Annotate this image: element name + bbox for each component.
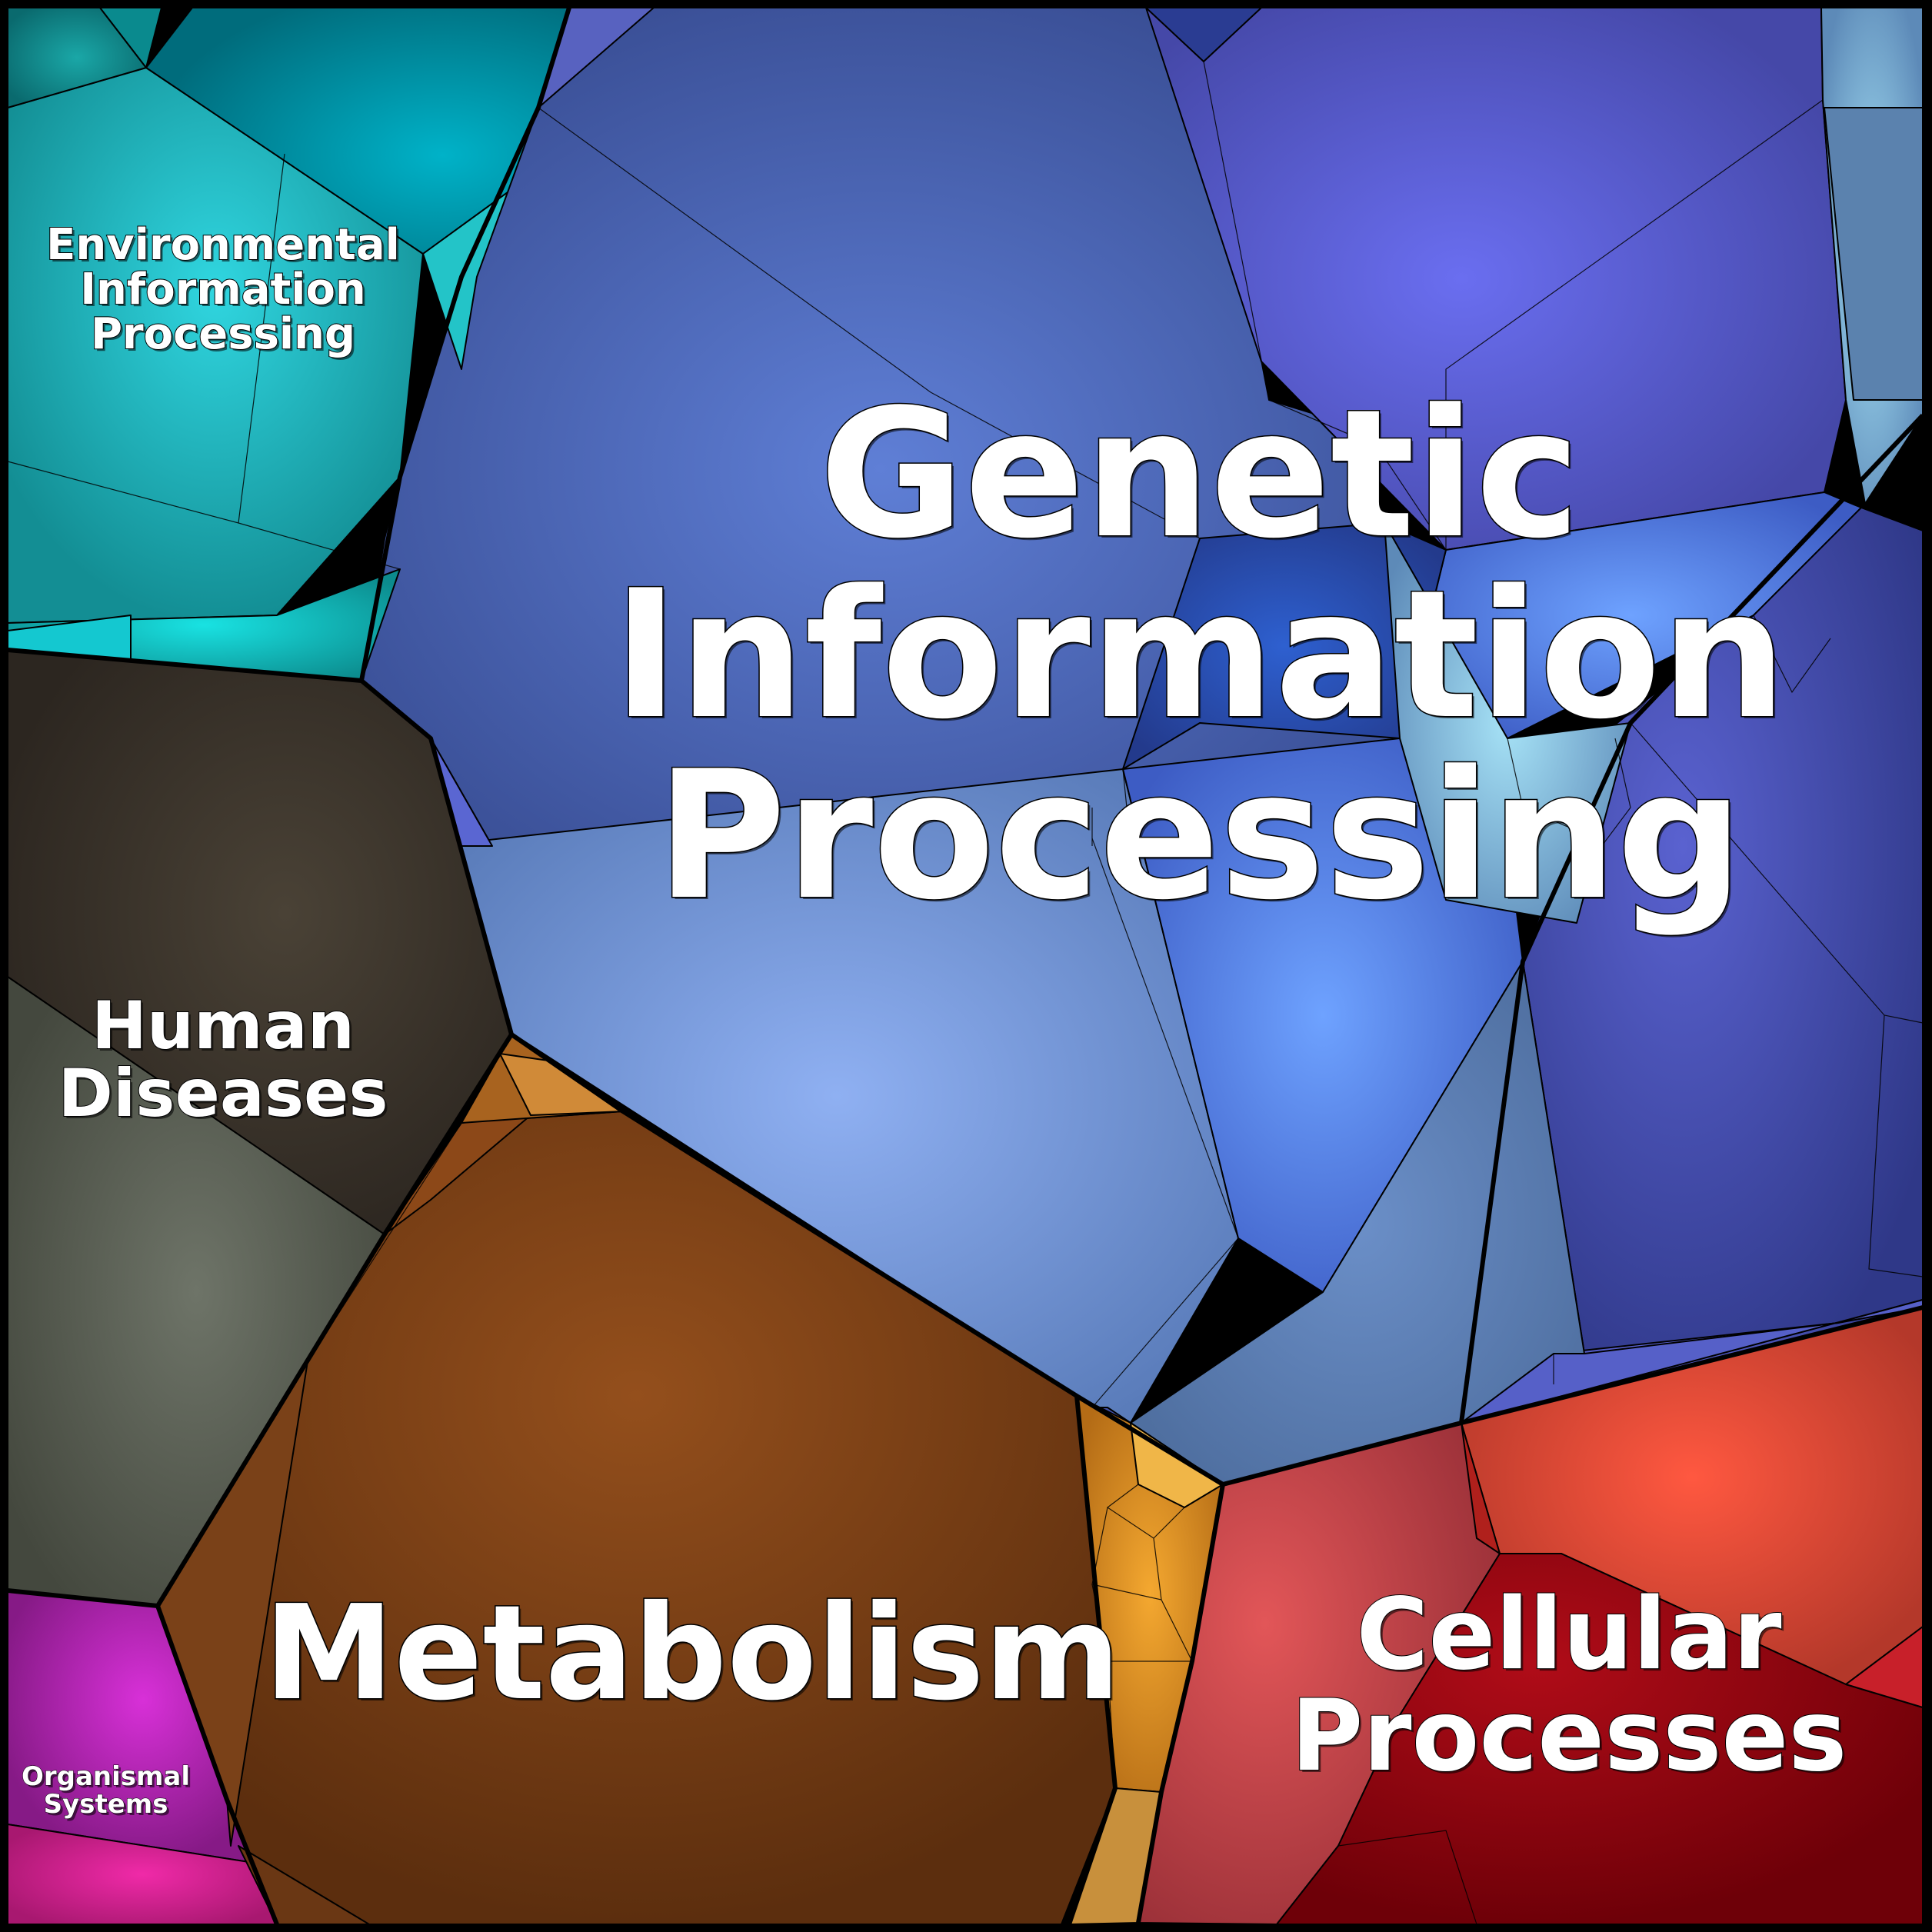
label-environmental-information-processing: Environmental Information Processing (45, 220, 401, 359)
edge (1507, 738, 1577, 831)
edge (1091, 838, 1239, 1239)
cell-genetic (1824, 107, 1924, 401)
edge (238, 522, 401, 570)
edge (1553, 1353, 1584, 1384)
edge (1837, 1299, 1924, 1324)
edge (1203, 61, 1447, 551)
label-genetic-information-processing: Genetic Information Processing (611, 372, 1787, 939)
edge (1091, 1507, 1193, 1662)
label-metabolism: Metabolism (263, 1577, 1122, 1730)
boundary (1067, 1395, 1118, 1925)
edge (1153, 1537, 1162, 1601)
edge (1461, 1422, 1501, 1554)
edge (1091, 1237, 1239, 1408)
boundary (155, 1604, 279, 1926)
cell-cell (1845, 1626, 1924, 1708)
label-organismal-systems: Organismal Systems (21, 1761, 191, 1820)
boundary (1136, 1484, 1225, 1924)
edge (538, 107, 1201, 539)
cell-env (422, 192, 508, 370)
boundary (7, 648, 1924, 1487)
label-cellular-processes: Cellular Processes (1291, 1577, 1848, 1794)
edge (1337, 1830, 1477, 1925)
inner-edges (7, 61, 1924, 1925)
edge (1106, 1484, 1185, 1539)
boundary (1459, 413, 1925, 1424)
edge (1868, 1014, 1924, 1277)
boundary (359, 7, 571, 681)
boundary (7, 1033, 514, 1608)
edge (1445, 99, 1824, 550)
edge (1122, 768, 1131, 847)
edge (1753, 615, 1831, 694)
region-boundaries (7, 7, 1925, 1926)
voronoi-cells (7, 7, 1924, 1925)
label-human-diseases: Human Diseases (57, 988, 388, 1132)
edge (1584, 738, 1631, 870)
